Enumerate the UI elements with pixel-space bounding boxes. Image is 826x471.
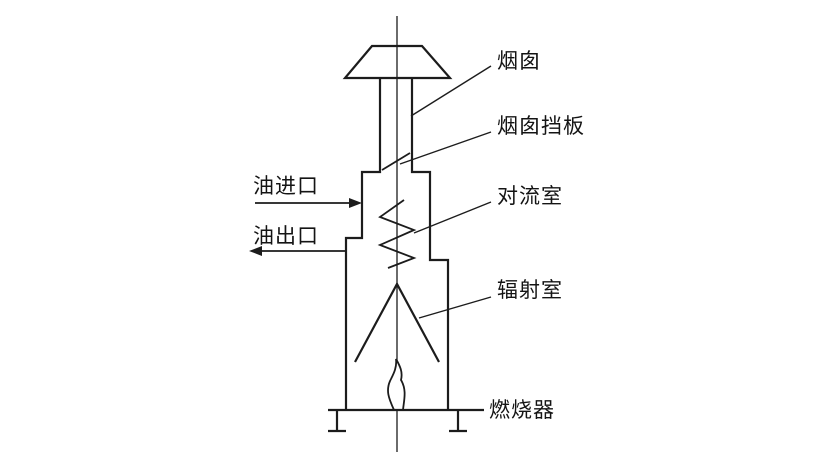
leader-chimney-damper — [399, 131, 492, 165]
leader-chimney — [410, 65, 492, 117]
chimney-cap — [342, 44, 453, 80]
leader-convection-chamber — [413, 201, 492, 234]
label-convection-chamber: 对流室 — [497, 185, 563, 208]
chimney-damper-plate — [381, 152, 411, 171]
label-oil-inlet: 油进口 — [253, 175, 319, 198]
label-burner: 燃烧器 — [489, 399, 555, 422]
radiant-cone — [354, 281, 440, 363]
furnace-right-profile — [410, 78, 450, 410]
furnace-left-profile — [344, 78, 382, 410]
oil-inlet-arrowhead-icon — [349, 198, 362, 208]
burner-flame — [387, 358, 406, 411]
label-chimney-damper: 烟囱挡板 — [497, 115, 585, 138]
oil-outlet-arrowhead-icon — [249, 246, 262, 256]
convection-coil-zigzag — [377, 199, 417, 269]
label-chimney: 烟囱 — [497, 50, 541, 73]
label-radiant-chamber: 辐射室 — [497, 279, 563, 302]
leader-radiant-chamber — [418, 296, 492, 319]
label-oil-outlet: 油出口 — [253, 225, 319, 248]
